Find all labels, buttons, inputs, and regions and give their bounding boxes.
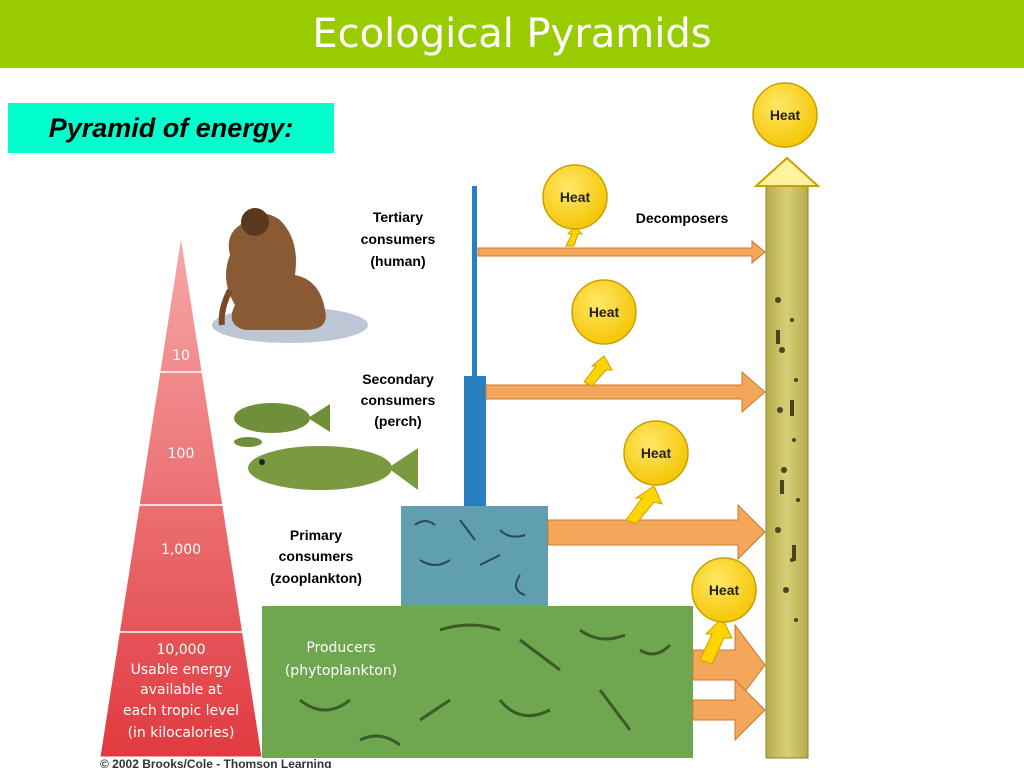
pyramid-note-2: available at bbox=[140, 682, 222, 698]
svg-text:Primary: Primary bbox=[290, 527, 342, 543]
decomposers-label: Decomposers bbox=[636, 210, 729, 226]
producers-box bbox=[262, 606, 693, 758]
energy-flow-bar bbox=[464, 376, 486, 506]
zooplankton-box bbox=[401, 506, 548, 606]
perch-illustration bbox=[234, 403, 418, 490]
heat-circle-secondary: Heat bbox=[571, 279, 637, 345]
column-arrowhead bbox=[753, 156, 821, 187]
pyramid-note-1: Usable energy bbox=[131, 662, 232, 678]
tertiary-label: Tertiary consumers (human) bbox=[361, 209, 436, 269]
svg-text:(human): (human) bbox=[370, 253, 425, 269]
heat-label-secondary: Heat bbox=[589, 304, 620, 320]
producers-texture bbox=[299, 623, 672, 747]
subtitle-box: Pyramid of energy: bbox=[8, 103, 334, 153]
flow-arrows bbox=[477, 239, 766, 742]
arrow-producers-lower bbox=[692, 678, 766, 742]
svg-text:Producers: Producers bbox=[306, 640, 375, 656]
svg-text:(perch): (perch) bbox=[374, 413, 421, 429]
heat-label-tertiary: Heat bbox=[560, 189, 591, 205]
arrow-producers bbox=[692, 623, 766, 707]
svg-text:Secondary: Secondary bbox=[362, 371, 434, 387]
heat-circle-tertiary: Heat bbox=[542, 164, 608, 230]
arrow-secondary bbox=[485, 370, 766, 414]
primary-label: Primary consumers (zooplankton) bbox=[270, 527, 362, 586]
svg-text:(phytoplankton): (phytoplankton) bbox=[285, 663, 397, 679]
decomposer-texture bbox=[775, 297, 800, 622]
svg-text:consumers: consumers bbox=[361, 231, 436, 247]
pyramid-note-3: each tropic level bbox=[123, 703, 239, 719]
svg-text:Tertiary: Tertiary bbox=[373, 209, 424, 225]
producers-label: Producers (phytoplankton) bbox=[285, 640, 397, 679]
energy-pyramid: 10 100 1,000 10,000 Usable energy availa… bbox=[99, 235, 263, 758]
pyramid-level-1: 10 bbox=[172, 348, 190, 364]
heat-circle-primary: Heat bbox=[623, 420, 689, 486]
human-illustration bbox=[212, 208, 368, 343]
arrow-primary bbox=[547, 503, 766, 561]
decomposer-column bbox=[765, 185, 809, 759]
heat-label-producers: Heat bbox=[709, 582, 740, 598]
copyright-credit: © 2002 Brooks/Cole - Thomson Learning bbox=[100, 757, 332, 768]
title-banner: Ecological Pyramids bbox=[0, 0, 1024, 68]
svg-text:consumers: consumers bbox=[279, 548, 354, 564]
subtitle-text: Pyramid of energy: bbox=[48, 112, 294, 143]
svg-text:(zooplankton): (zooplankton) bbox=[270, 570, 362, 586]
heat-circle-producers: Heat bbox=[691, 557, 757, 623]
arrow-tertiary bbox=[477, 239, 766, 265]
secondary-label: Secondary consumers (perch) bbox=[361, 371, 436, 429]
heat-arrows bbox=[565, 225, 733, 665]
heat-label-primary: Heat bbox=[641, 445, 672, 461]
page-title: Ecological Pyramids bbox=[312, 11, 712, 57]
pyramid-level-4: 10,000 bbox=[157, 642, 206, 658]
pyramid-level-2: 100 bbox=[168, 446, 195, 462]
heat-label-top: Heat bbox=[770, 107, 801, 123]
heat-circle-top: Heat bbox=[752, 82, 818, 148]
zooplankton-texture bbox=[414, 519, 526, 596]
svg-text:consumers: consumers bbox=[361, 392, 436, 408]
pyramid-level-3: 1,000 bbox=[161, 542, 201, 558]
pyramid-note-4: (in kilocalories) bbox=[128, 725, 235, 741]
energy-flow-line bbox=[472, 186, 477, 376]
